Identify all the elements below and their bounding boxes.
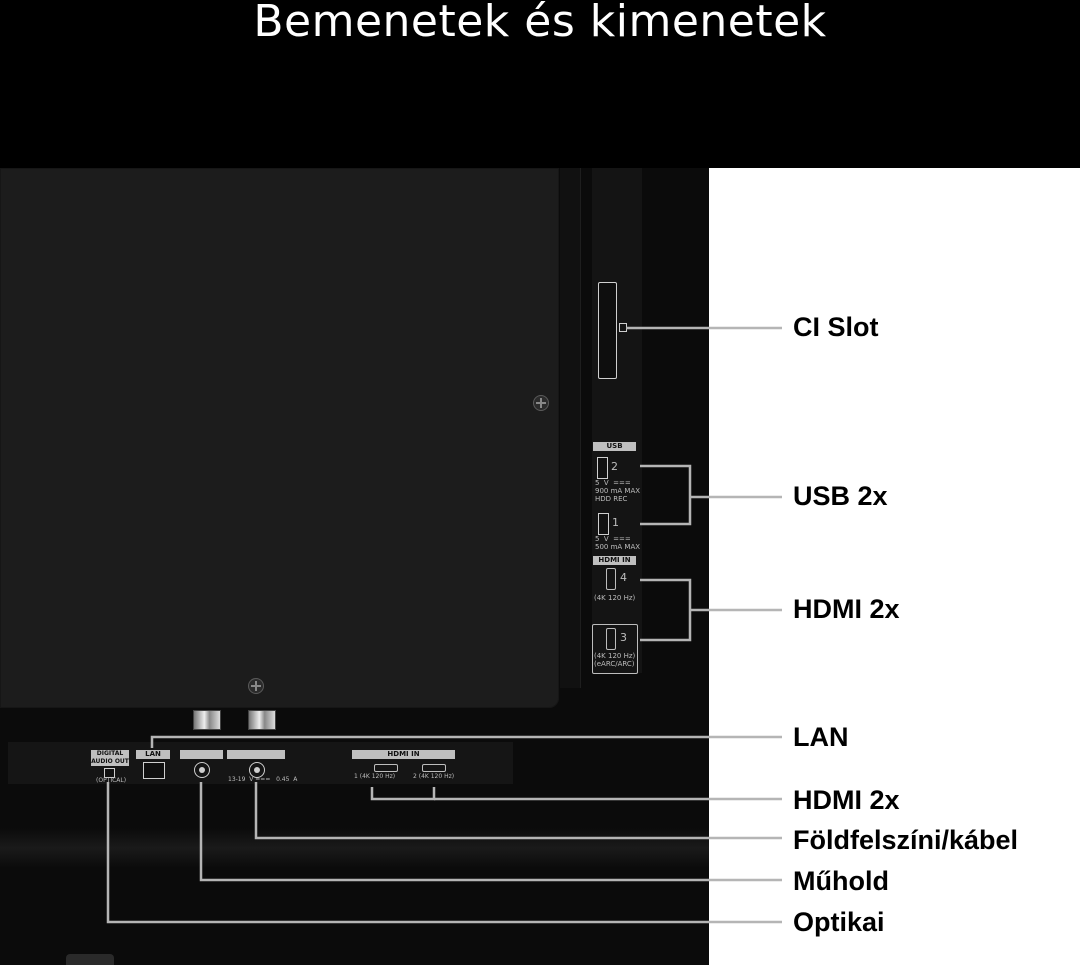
callout-optical: Optikai	[793, 907, 885, 937]
callout-hdmi-bottom: HDMI 2x	[793, 785, 900, 815]
hdmi4-port	[606, 568, 616, 590]
satellite-connector	[194, 762, 210, 778]
stand-band	[0, 828, 709, 868]
usb1-number: 1	[612, 516, 619, 529]
hdmi1-label: 1 (4K 120 Hz)	[354, 773, 396, 780]
lan-small-label: LAN	[136, 750, 170, 759]
optical-small-label: (OPTICAL)	[96, 777, 127, 784]
coax-connector	[193, 710, 221, 730]
hdmi1-port	[374, 764, 398, 772]
lan-port	[143, 762, 165, 779]
lnb-spec: 13-19 V === 0.45 A	[228, 776, 298, 783]
page-title: Bemenetek és kimenetek	[253, 0, 827, 47]
hdmi3-port	[606, 628, 616, 650]
hdmi3-number: 3	[620, 631, 627, 644]
stand-foot	[66, 954, 114, 965]
terrestrial-connector	[249, 762, 265, 778]
callout-hdmi-side: HDMI 2x	[793, 594, 900, 624]
rear-panel	[0, 168, 559, 708]
terrestrial-header	[227, 750, 285, 759]
tv-rear-photo: USB 2 5 V === 900 mA MAX HDD REC 1 5 V =…	[0, 168, 709, 965]
hdmi-in-side-label: HDMI IN	[593, 556, 636, 565]
hdmi2-port	[422, 764, 446, 772]
coax-connector	[248, 710, 276, 730]
usb-header-label: USB	[593, 442, 636, 451]
hdmi3-spec: (4K 120 Hz) (eARC/ARC)	[594, 652, 636, 668]
callout-usb: USB 2x	[793, 481, 888, 511]
panel-edge	[560, 168, 581, 688]
callout-satellite: Műhold	[793, 866, 889, 896]
usb2-port	[597, 457, 608, 479]
hdmi4-spec: (4K 120 Hz)	[594, 594, 636, 602]
callout-ci-slot: CI Slot	[793, 312, 879, 342]
usb1-port	[598, 513, 609, 535]
satellite-header	[180, 750, 223, 759]
optical-port	[104, 768, 115, 778]
usb2-number: 2	[611, 460, 618, 473]
callout-lan: LAN	[793, 722, 849, 752]
hdmi3-box	[592, 624, 638, 674]
ci-slot-port	[598, 282, 617, 379]
callout-terrestrial: Földfelszíni/kábel	[793, 825, 1019, 855]
screw-icon	[248, 678, 264, 694]
hdmi4-number: 4	[620, 571, 627, 584]
usb2-spec: 5 V === 900 mA MAX HDD REC	[595, 479, 641, 503]
usb1-spec: 5 V === 500 mA MAX	[595, 535, 641, 551]
side-port-strip	[592, 168, 642, 673]
screw-icon	[533, 395, 549, 411]
digital-audio-out-label: DIGITAL AUDIO OUT	[91, 750, 129, 766]
header-banner: Bemenetek és kimenetek	[0, 0, 1080, 168]
hdmi-in-bottom-label: HDMI IN	[352, 750, 455, 759]
hdmi2-label: 2 (4K 120 Hz)	[413, 773, 455, 780]
